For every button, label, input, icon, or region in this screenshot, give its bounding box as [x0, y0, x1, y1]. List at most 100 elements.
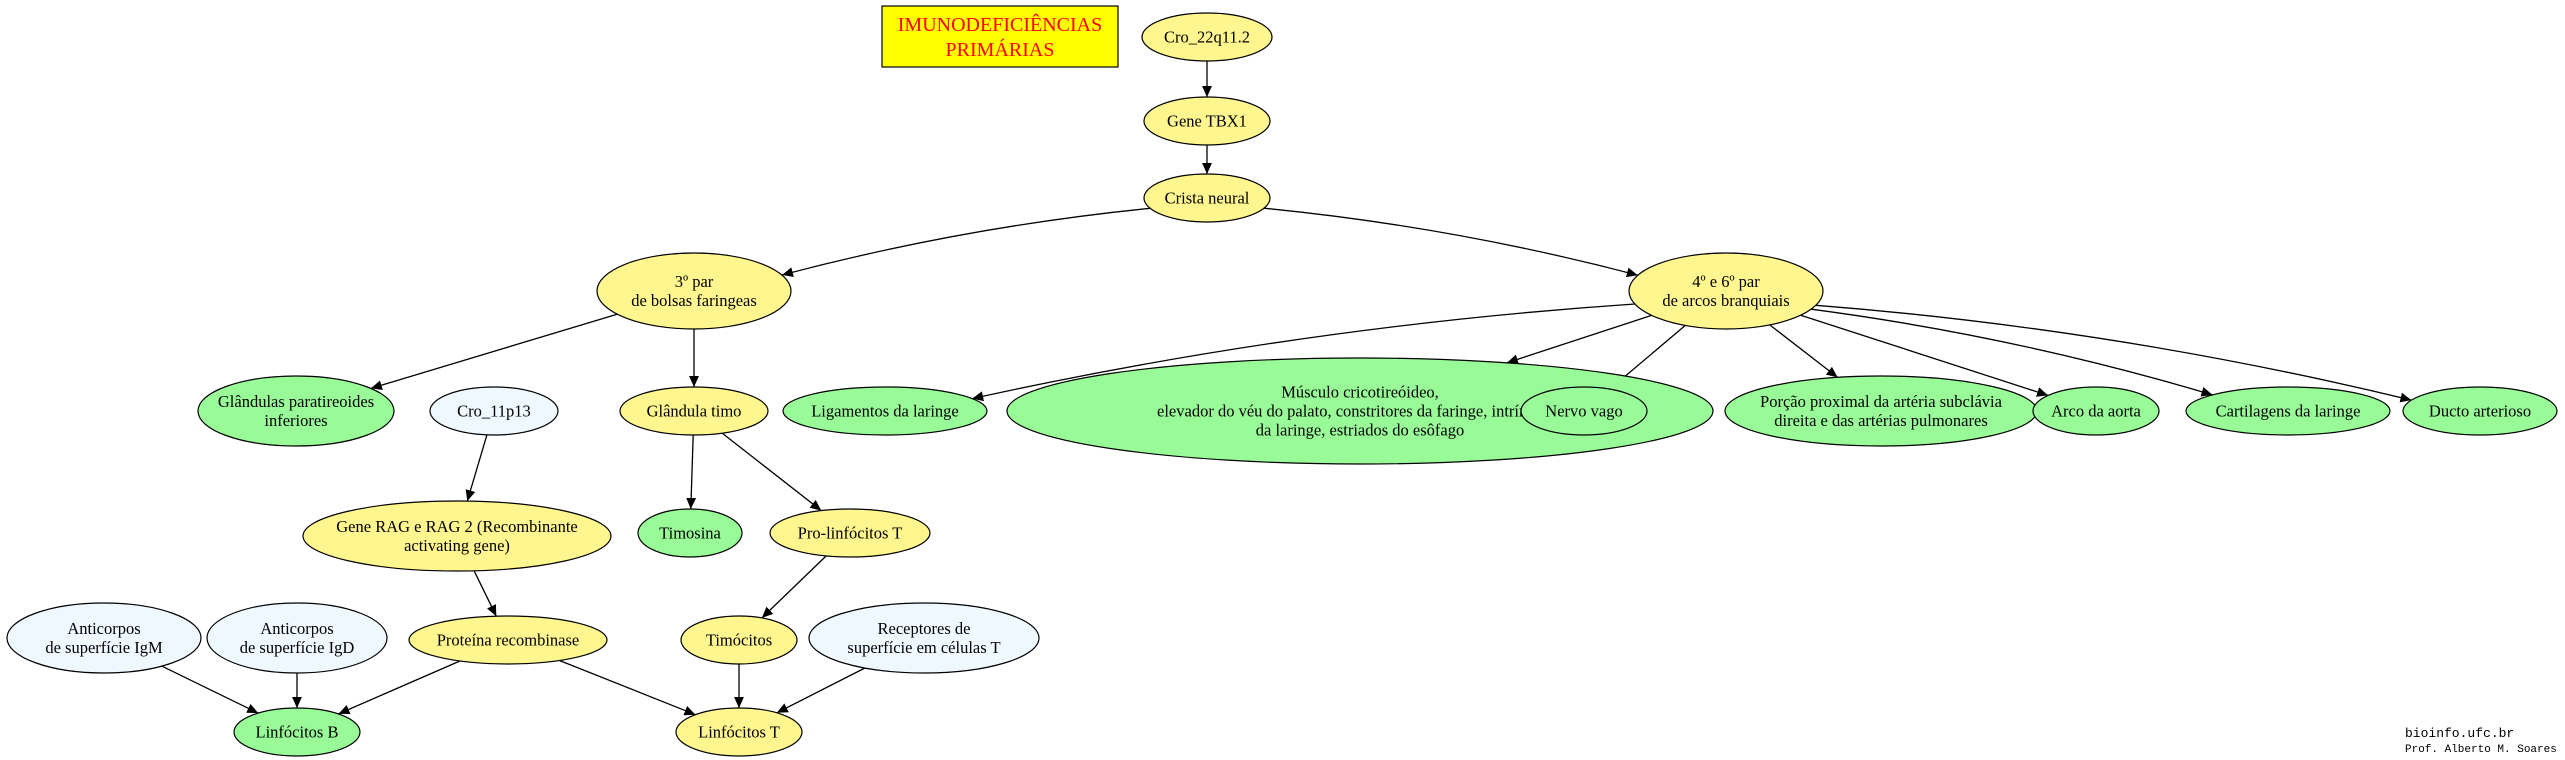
- node-igm-label-1: Anticorpos: [67, 619, 140, 638]
- edge-rag-to-recombinase: [473, 570, 497, 617]
- node-timocitos: Timócitos: [680, 615, 798, 665]
- node-musculo-label-1: Músculo cricotireóideo,: [1281, 383, 1439, 402]
- edge-recombinase-to-linft: [559, 659, 696, 716]
- node-aorta-label-1: Arco da aorta: [2051, 402, 2141, 421]
- node-porcao: Porção proximal da artéria subcláviadire…: [1724, 375, 2038, 447]
- edge-crista-to-arcos: [1263, 207, 1638, 278]
- node-crista-shape: [1143, 173, 1271, 223]
- edge-arcos-to-porcao: [1769, 324, 1838, 378]
- node-nervo-label-1: Nervo vago: [1545, 402, 1622, 421]
- edges: [161, 61, 2412, 716]
- node-igm-label-2: de superfície IgM: [45, 638, 163, 657]
- node-ligamentos-shape: [782, 386, 988, 436]
- node-igd-label-1: Anticorpos: [260, 619, 333, 638]
- node-ducto-shape: [2402, 386, 2558, 436]
- node-rag-shape: [302, 500, 612, 572]
- node-porcao-label-2: direita e das artérias pulmonares: [1774, 411, 1988, 430]
- credit-author: Prof. Alberto M. Soares: [2405, 744, 2557, 756]
- node-linft-shape: [675, 707, 803, 757]
- edge-crista-to-bolsas: [781, 207, 1151, 277]
- node-recombinase-label-1: Proteína recombinase: [437, 631, 580, 650]
- edge-arcos-to-aorta: [1800, 314, 2049, 397]
- edge-arcos-to-ligamentos: [972, 303, 1635, 402]
- edge-recombinase-to-linfb: [338, 660, 461, 715]
- node-tbx1: Gene TBX1: [1143, 96, 1271, 146]
- node-musculo-label-2: elevador do véu do palato, constritores …: [1157, 402, 1563, 421]
- node-rag-label-1: Gene RAG e RAG 2 (Recombinante: [336, 517, 577, 536]
- title-line-1: IMUNODEFICIÊNCIAS: [898, 13, 1102, 36]
- node-bolsas-label-1: 3º par: [675, 272, 714, 291]
- node-crista: Crista neural: [1143, 173, 1271, 223]
- node-igm-shape: [6, 602, 202, 674]
- node-aorta: Arco da aorta: [2032, 386, 2160, 436]
- node-crista-label-1: Crista neural: [1165, 189, 1250, 208]
- node-ligamentos: Ligamentos da laringe: [782, 386, 988, 436]
- node-receptores-label-1: Receptores de: [878, 619, 971, 638]
- edge-receptores-to-linft: [776, 667, 866, 714]
- node-cartilagens: Cartilagens da laringe: [2185, 386, 2391, 436]
- node-linfb-shape: [233, 707, 361, 757]
- node-linfb-label-1: Linfócitos B: [256, 723, 339, 742]
- node-bolsas-label-2: de bolsas faringeas: [631, 291, 757, 310]
- title-background: [881, 5, 1119, 68]
- node-receptores-shape: [808, 602, 1040, 674]
- node-cro11-label-1: Cro_11p13: [457, 402, 531, 421]
- node-tbx1-label-1: Gene TBX1: [1167, 112, 1247, 131]
- node-timosina-shape: [637, 508, 743, 558]
- node-prolinf-shape: [769, 508, 931, 558]
- node-recombinase-shape: [408, 615, 608, 665]
- node-paratireoides-shape: [197, 375, 395, 447]
- node-timosina-label-1: Timosina: [659, 524, 721, 543]
- credit-site: bioinfo.ufc.br: [2405, 726, 2514, 741]
- node-prolinf: Pro-linfócitos T: [769, 508, 931, 558]
- edge-arcos-to-cartilagens: [1811, 308, 2213, 397]
- node-linft: Linfócitos T: [675, 707, 803, 757]
- node-cro11-shape: [429, 386, 559, 436]
- node-musculo-shape: [1006, 357, 1714, 465]
- node-paratireoides-label-2: inferiores: [264, 411, 327, 430]
- node-timocitos-shape: [680, 615, 798, 665]
- node-timocitos-label-1: Timócitos: [706, 631, 772, 650]
- node-ducto: Ducto arterioso: [2402, 386, 2558, 436]
- node-cro22-shape: [1141, 12, 1273, 62]
- title-line-2: PRIMÁRIAS: [946, 38, 1055, 61]
- node-tbx1-shape: [1143, 96, 1271, 146]
- node-rag: Gene RAG e RAG 2 (Recombinanteactivating…: [302, 500, 612, 572]
- node-arcos-shape: [1628, 252, 1824, 330]
- node-paratireoides-label-1: Glândulas paratireoides: [218, 392, 374, 411]
- node-timosina: Timosina: [637, 508, 743, 558]
- edge-timo-to-timosina: [686, 434, 697, 510]
- node-cartilagens-shape: [2185, 386, 2391, 436]
- node-cro22: Cro_22q11.2: [1141, 12, 1273, 62]
- node-ligamentos-label-1: Ligamentos da laringe: [811, 402, 959, 421]
- edge-timo-to-prolinf: [721, 432, 822, 512]
- node-arcos-label-2: de arcos branquiais: [1662, 291, 1789, 310]
- node-timo-shape: [619, 386, 769, 436]
- node-cro22-label-1: Cro_22q11.2: [1164, 28, 1250, 47]
- node-linfb: Linfócitos B: [233, 707, 361, 757]
- node-igd-shape: [206, 602, 388, 674]
- diagram-title: IMUNODEFICIÊNCIAS PRIMÁRIAS: [881, 5, 1119, 68]
- node-timo: Glândula timo: [619, 386, 769, 436]
- node-igd-label-2: de superfície IgD: [240, 638, 355, 657]
- edge-bolsas-to-paratireoides: [370, 313, 618, 390]
- edge-cro11-to-rag: [465, 434, 488, 502]
- node-receptores-label-2: superfície em células T: [847, 638, 1000, 657]
- node-timo-label-1: Glândula timo: [647, 402, 742, 421]
- edge-prolinf-to-timocitos: [761, 555, 827, 619]
- node-nervo-shape: [1520, 386, 1648, 436]
- node-cro11: Cro_11p13: [429, 386, 559, 436]
- node-porcao-label-1: Porção proximal da artéria subclávia: [1760, 392, 2003, 411]
- node-arcos-label-1: 4º e 6º par: [1692, 272, 1760, 291]
- edge-igm-to-linfb: [161, 665, 259, 714]
- node-rag-label-2: activating gene): [404, 536, 510, 555]
- node-linft-label-1: Linfócitos T: [698, 723, 780, 742]
